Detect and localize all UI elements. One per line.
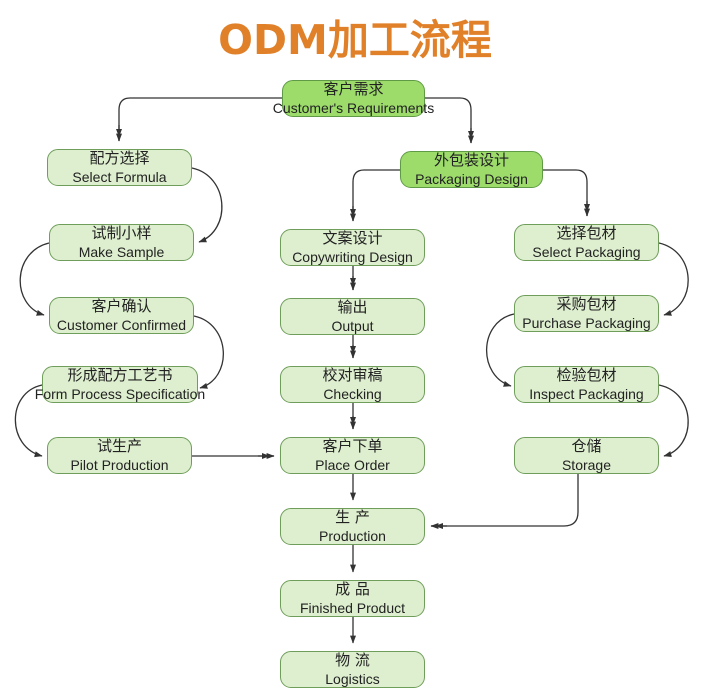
node-label-cn: 形成配方工艺书 xyxy=(67,366,173,385)
node-label-en: Finished Product xyxy=(299,599,406,616)
node-label-cn: 仓储 xyxy=(571,437,602,456)
node-label-en: Production xyxy=(319,527,386,544)
node-label-cn: 采购包材 xyxy=(556,295,617,314)
node-label-en: Pilot Production xyxy=(70,456,169,473)
node-label-cn: 文案设计 xyxy=(322,229,383,248)
node-label-cn: 选择包材 xyxy=(556,224,617,243)
page-title: ODM加工流程 xyxy=(218,16,492,64)
node-label-en: Storage xyxy=(561,456,612,473)
node-label-en: Customer Confirmed xyxy=(56,316,187,333)
node-label-en: Select Formula xyxy=(72,168,167,185)
edge-packaging-to-select-packaging xyxy=(543,169,590,217)
edge-select-formula-to-make-sample xyxy=(191,167,223,243)
node-label-cn: 客户确认 xyxy=(91,297,152,316)
node-label-en: Packaging Design xyxy=(415,170,528,187)
edge-select-to-purchase-packaging xyxy=(658,242,689,316)
node-label-cn: 生 产 xyxy=(335,508,370,527)
node-label-cn: 物 流 xyxy=(335,651,370,670)
node-label-cn: 成 品 xyxy=(335,580,370,599)
node-label-en: Select Packaging xyxy=(532,243,641,260)
node-label-en: Place Order xyxy=(315,456,390,473)
edge-purchase-to-inspect-packaging xyxy=(485,313,515,387)
node-label-cn: 检验包材 xyxy=(556,366,617,385)
node-label-en: Inspect Packaging xyxy=(529,385,644,402)
edge-storage-to-production xyxy=(430,474,579,529)
node-label-en: Logistics xyxy=(325,670,380,687)
edge-packaging-to-copywriting xyxy=(350,169,400,222)
edge-customer-confirmed-to-form-spec xyxy=(193,315,224,389)
node-label-en: Make Sample xyxy=(78,243,165,260)
node-label-en: Purchase Packaging xyxy=(522,314,651,331)
node-label-cn: 试生产 xyxy=(96,437,142,456)
node-label-en: Checking xyxy=(323,385,382,402)
node-label-en: Customer's Requirements xyxy=(272,99,435,116)
node-label-en: Output xyxy=(331,317,374,334)
node-label-cn: 校对审稿 xyxy=(322,366,383,385)
node-label-cn: 试制小样 xyxy=(91,224,152,243)
node-label-cn: 客户需求 xyxy=(323,80,384,99)
node-label-cn: 客户下单 xyxy=(322,437,383,456)
node-label-en: Copywriting Design xyxy=(292,248,413,265)
edge-make-sample-to-customer-confirmed xyxy=(19,242,50,316)
node-label-en: Form Process Specification xyxy=(34,385,206,402)
edge-inspect-packaging-to-storage xyxy=(658,384,689,457)
node-label-cn: 配方选择 xyxy=(89,149,150,168)
node-label-cn: 输出 xyxy=(337,298,368,317)
edge-req-to-select-formula xyxy=(116,97,282,142)
node-label-cn: 外包装设计 xyxy=(433,151,509,170)
